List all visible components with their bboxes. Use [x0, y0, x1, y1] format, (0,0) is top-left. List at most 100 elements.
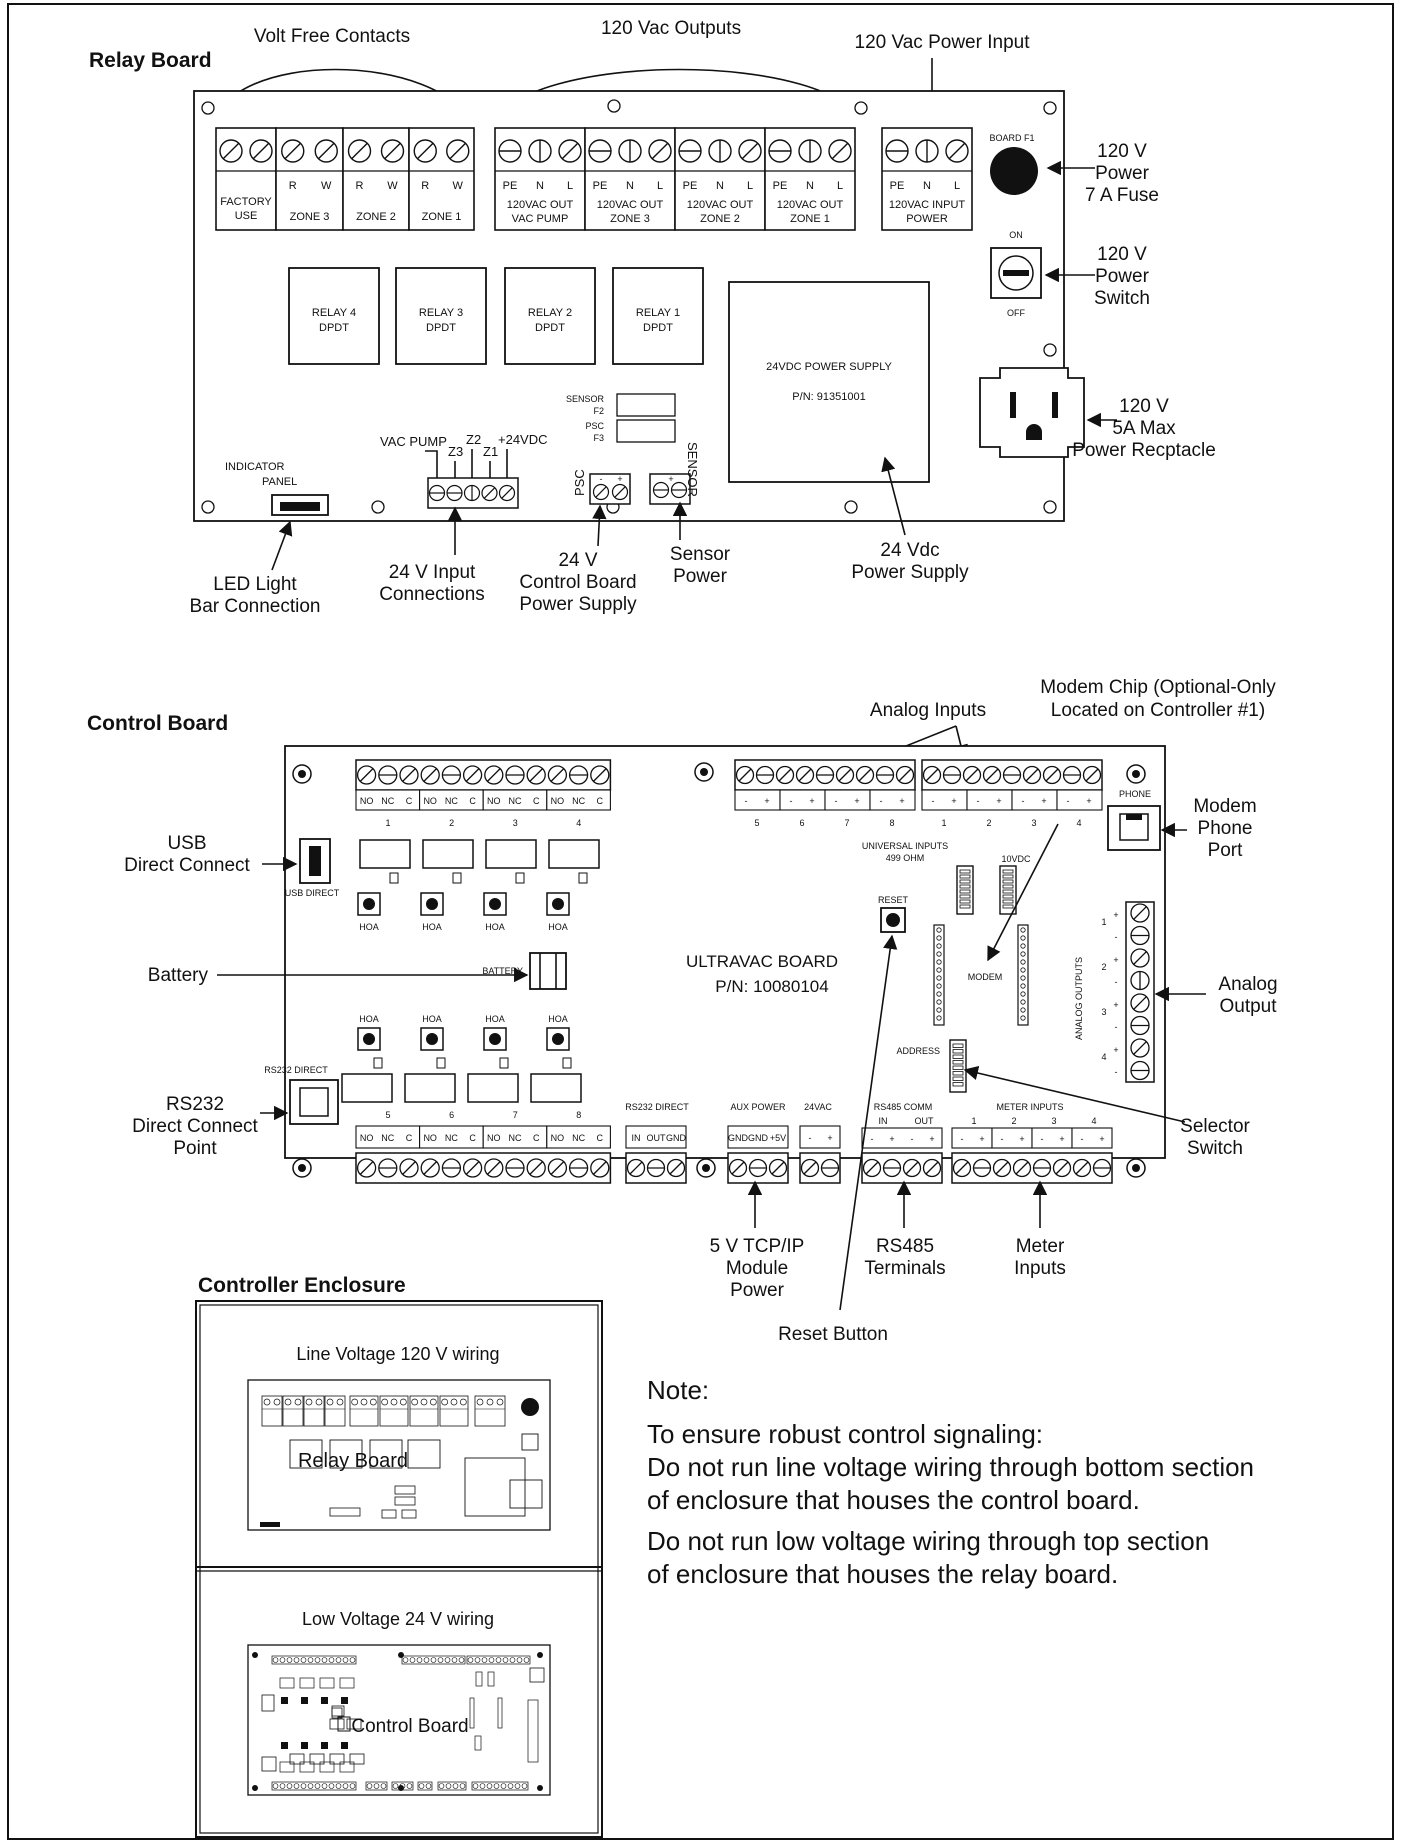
group-label: USE: [235, 210, 258, 222]
meter-minus: -: [1041, 1134, 1044, 1144]
screw-terminal: [728, 1158, 748, 1178]
analog-inputs-label: Analog Inputs: [870, 700, 986, 721]
ao-minus: -: [1115, 932, 1118, 942]
relay-pin-label: NC: [572, 1133, 585, 1143]
rs232-port-label: RS232 DIRECT: [264, 1065, 328, 1075]
psc-fuse-label: PSC: [585, 421, 604, 431]
mini-terminal-row: [271, 1655, 357, 1665]
modem-chip: [933, 924, 1029, 1026]
screw-terminal: [462, 1158, 483, 1178]
group-label: ZONE 3: [290, 211, 330, 223]
screw-terminal: [1042, 765, 1062, 785]
svg-text:USB: USB: [167, 833, 206, 854]
ai-minus: -: [1067, 796, 1070, 806]
screw-terminal: [1032, 1158, 1052, 1178]
svg-text:120 V: 120 V: [1097, 244, 1147, 265]
ao-minus: -: [1115, 1022, 1118, 1032]
pin-label: PE: [503, 180, 518, 192]
group-label: VAC PUMP: [512, 213, 569, 225]
screw-terminal: [670, 481, 688, 499]
vac-outputs-label: 120 Vac Outputs: [601, 18, 741, 39]
relay-pin-label: NC: [381, 1133, 394, 1143]
led: [562, 1057, 572, 1069]
svg-text:Reset Button: Reset Button: [778, 1324, 888, 1345]
screw-terminal: [1130, 948, 1150, 968]
svg-text:Direct Connect: Direct Connect: [124, 855, 250, 876]
relay-top: [548, 839, 600, 869]
pin-label: PE: [773, 180, 788, 192]
mini-relay: [319, 1761, 335, 1773]
ai-minus: -: [790, 796, 793, 806]
meter-plus: +: [979, 1134, 984, 1144]
ao-channel: 3: [1101, 1007, 1106, 1017]
relay-pin-label: NO: [487, 796, 501, 806]
screw-terminal: [281, 139, 305, 163]
screw-terminal: [1130, 1038, 1150, 1058]
terminal-row: [921, 759, 1103, 791]
svg-text:Meter: Meter: [1016, 1236, 1065, 1257]
meter-plus: +: [1019, 1134, 1024, 1144]
screw-terminal: [678, 139, 702, 163]
mini-terminal-row: [417, 1781, 433, 1791]
ai-minus: -: [977, 796, 980, 806]
svg-text:Power: Power: [1095, 266, 1150, 287]
power-supply-box: [728, 281, 930, 483]
led: [389, 872, 399, 884]
relay-name: RELAY 2: [528, 307, 572, 319]
screw-terminal: [798, 139, 822, 163]
power-supply-name: 24VDC POWER SUPPLY: [766, 361, 892, 373]
terminal-row: [355, 1152, 612, 1184]
analog-channel: 6: [799, 818, 804, 828]
svg-text:120 V: 120 V: [1097, 141, 1147, 162]
screw-terminal: [708, 139, 732, 163]
screw-terminal: [1130, 993, 1150, 1013]
relay-number: 4: [576, 818, 581, 828]
battery: [529, 952, 567, 990]
relay-bottom: [530, 1073, 582, 1103]
ai-minus: -: [932, 796, 935, 806]
group-label: FACTORY: [220, 196, 272, 208]
screw-terminal: [1130, 970, 1150, 991]
sensor-fuse-label: SENSOR: [566, 394, 605, 404]
screw-terminal: [755, 765, 775, 785]
relay-pin-label: C: [533, 796, 540, 806]
terminal-row: [951, 1152, 1113, 1184]
svg-text:Modem: Modem: [1193, 796, 1256, 817]
meter-channel: 4: [1091, 1116, 1096, 1126]
note-line-4: of enclosure that houses the relay board…: [647, 1559, 1118, 1589]
svg-text:Control Board: Control Board: [519, 572, 636, 593]
screw-terminal: [590, 1158, 610, 1178]
ai-minus: -: [1022, 796, 1025, 806]
ai-plus: +: [1041, 796, 1046, 806]
relay-number: 5: [385, 1110, 390, 1120]
svg-text:Power Supply: Power Supply: [519, 594, 637, 615]
screw-terminal: [795, 765, 815, 785]
mini-relay: [339, 1677, 355, 1689]
relay-number: 1: [385, 818, 390, 828]
terminal-row: [734, 759, 916, 791]
svg-text:Phone: Phone: [1198, 818, 1253, 839]
vac-power-input-label: 120 Vac Power Input: [855, 32, 1031, 53]
hoa-label: HOA: [548, 1014, 568, 1024]
meter-plus: +: [1099, 1134, 1104, 1144]
relay-pin-label: NO: [487, 1133, 501, 1143]
pin-label: R: [356, 180, 364, 192]
led: [436, 1057, 446, 1069]
screw-terminal: [420, 765, 440, 785]
phone-label: PHONE: [1119, 789, 1151, 799]
ai-minus: -: [880, 796, 883, 806]
screw-terminal: [922, 1158, 942, 1178]
svg-text:120 V: 120 V: [1119, 396, 1169, 417]
screw-terminal: [738, 139, 762, 163]
pin-label: W: [321, 180, 332, 192]
note-title: Note:: [647, 1375, 709, 1405]
address-label: ADDRESS: [896, 1046, 940, 1056]
rs232-pin: GND: [666, 1133, 687, 1143]
screw-terminal: [855, 765, 875, 785]
meter-inputs-label: METER INPUTS: [996, 1102, 1063, 1112]
